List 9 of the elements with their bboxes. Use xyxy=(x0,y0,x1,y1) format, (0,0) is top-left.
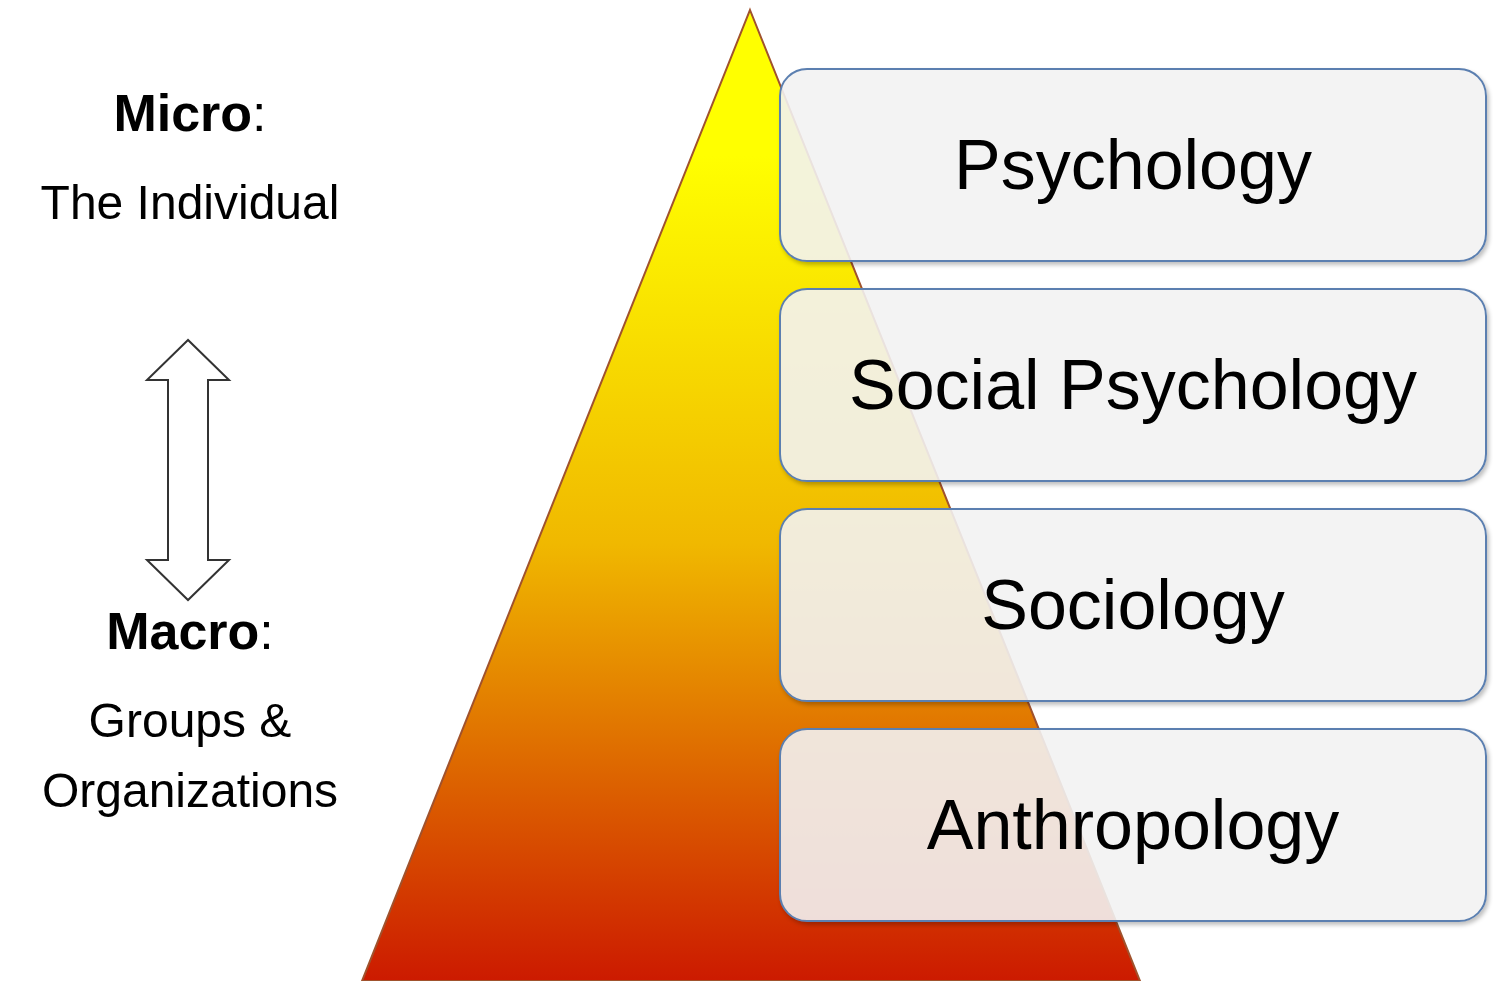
double-arrow xyxy=(144,338,232,602)
discipline-box xyxy=(779,288,1487,482)
scale-heading: Micro: xyxy=(113,83,267,144)
scale-description: The Individual xyxy=(40,175,340,232)
scale-heading: Macro: xyxy=(106,601,274,662)
discipline-box xyxy=(779,728,1487,922)
discipline-box xyxy=(779,508,1487,702)
scale-description: Groups & Organizations xyxy=(40,693,340,819)
discipline-box xyxy=(779,68,1487,262)
